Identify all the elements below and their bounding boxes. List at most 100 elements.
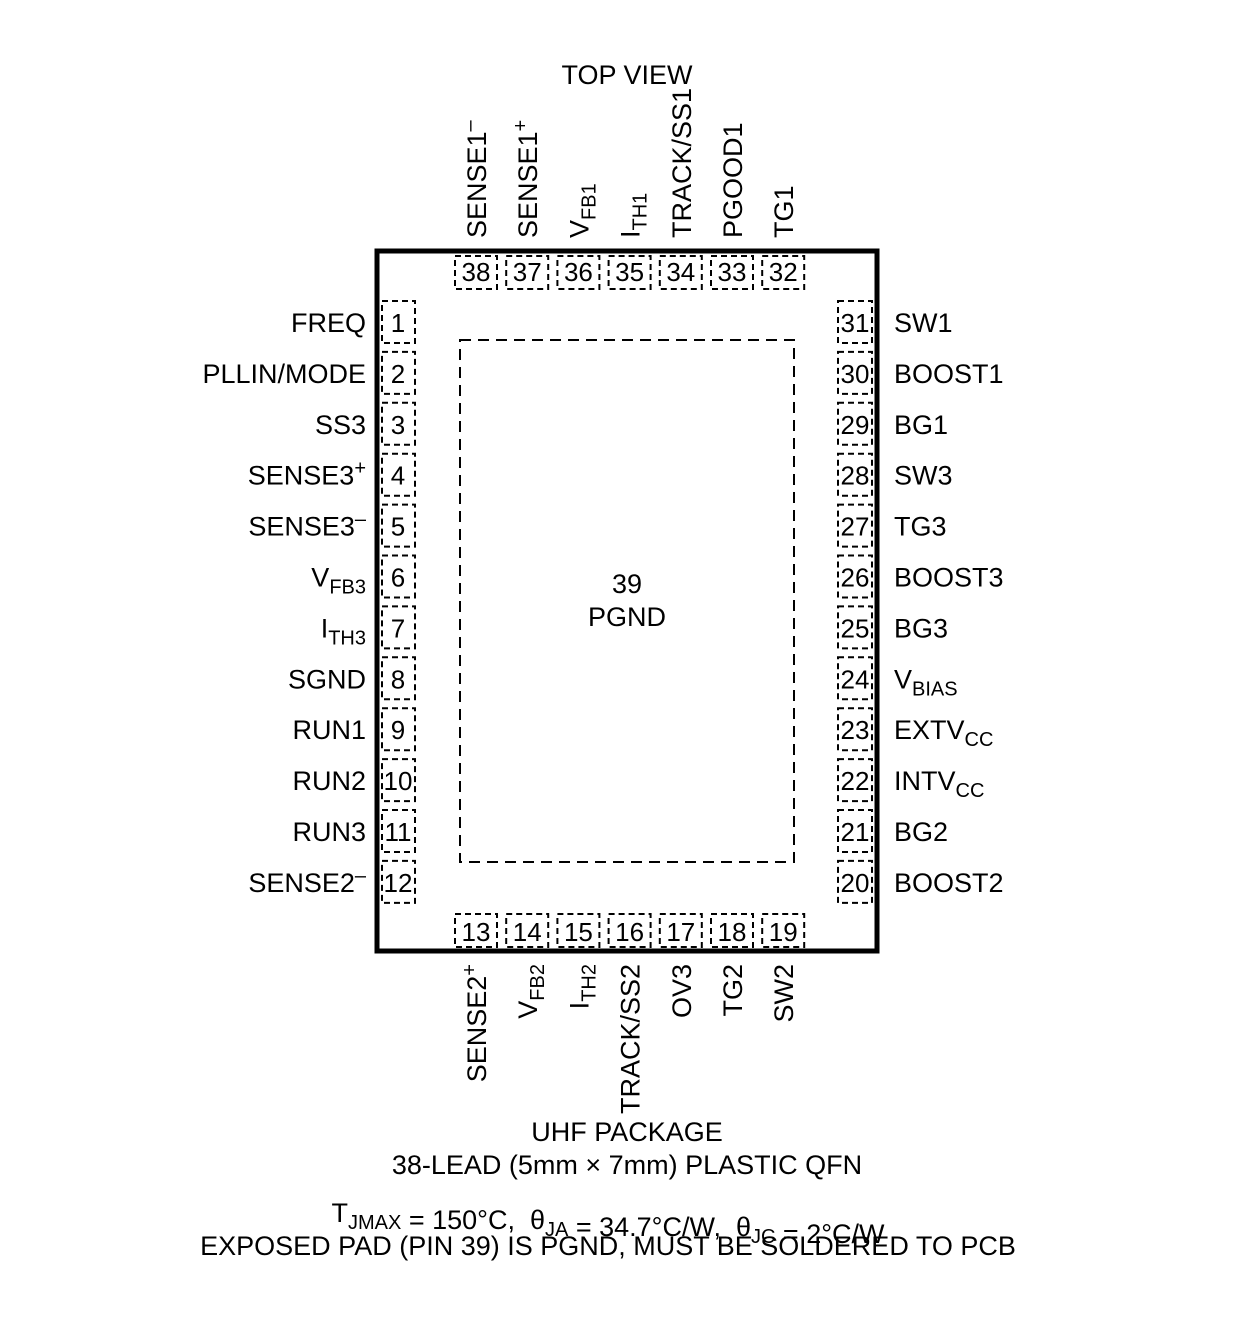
thermal-text: = 34.7°C/W, θ — [568, 1212, 751, 1242]
pin-label-sw1: SW1 — [894, 308, 953, 338]
pin-pad — [607, 913, 652, 948]
pin-name: TRACK/SS2 — [616, 964, 646, 1114]
pin-number: 21 — [841, 817, 870, 847]
pin-pad — [381, 350, 416, 395]
package-body — [374, 248, 880, 954]
pin-pad — [556, 913, 601, 948]
pin-name: PLLIN/MODE — [202, 359, 366, 389]
pin-label-sense3-plus: SENSE3+ — [248, 458, 366, 491]
pin-number: 38 — [462, 257, 491, 287]
pin-name: I — [564, 1002, 594, 1010]
pin-name: TRACK/SS1 — [667, 88, 697, 238]
pin-pad — [658, 255, 703, 290]
pin-name: SENSE3 — [248, 461, 355, 491]
pin-number: 7 — [391, 613, 405, 643]
thermal-text: T — [332, 1198, 349, 1228]
pin-pad — [556, 255, 601, 290]
pin-name: SGND — [288, 664, 366, 694]
pin-pad — [381, 859, 416, 904]
pin-label-run1: RUN1 — [292, 715, 366, 745]
pin-name: SENSE2 — [248, 868, 355, 898]
pin-pad — [381, 707, 416, 752]
pin-pad — [381, 452, 416, 497]
pin-number: 24 — [841, 664, 870, 694]
pin-number: 10 — [384, 766, 413, 796]
pin-name: TG1 — [769, 185, 799, 238]
pin-label-bg3: BG3 — [894, 613, 948, 643]
pin-name-subscript: TH3 — [328, 627, 366, 649]
pin-label-sense2-plus: SENSE2+ — [459, 964, 492, 1082]
pin-number: 33 — [718, 257, 747, 287]
pin-label-boost2: BOOST2 — [894, 868, 1004, 898]
thermal-text: = 2°C/W — [775, 1219, 885, 1249]
pin-pad — [381, 503, 416, 548]
pin-number: 29 — [841, 410, 870, 440]
pin-pad — [710, 913, 754, 948]
pin-label-sw3: SW3 — [894, 461, 953, 491]
thermal-subscript: JA — [545, 1219, 569, 1241]
pin-number: 14 — [513, 917, 542, 947]
pin-label-sense2-minus: SENSE2– — [248, 865, 367, 898]
pin-name-subscript: FB1 — [578, 183, 600, 220]
pin-label-intvcc: INTVCC — [894, 766, 984, 802]
exposed-pad-name: PGND — [588, 602, 666, 632]
pin-label-sense1-minus: SENSE1– — [459, 119, 492, 238]
pin-name: V — [894, 664, 912, 694]
pin-number: 3 — [391, 410, 405, 440]
pin-label-ov3: OV3 — [667, 964, 697, 1018]
pin-pad — [658, 913, 703, 948]
pin-number: 15 — [564, 917, 593, 947]
pin-name: PGOOD1 — [718, 122, 748, 238]
exposed-pad-note: EXPOSED PAD (PIN 39) IS PGND, MUST BE SO… — [200, 1231, 1016, 1261]
pin-name-superscript: + — [354, 458, 366, 480]
pin-label-boost3: BOOST3 — [894, 563, 1004, 593]
pin-label-ith3: ITH3 — [321, 613, 366, 649]
pin-label-sw2: SW2 — [769, 964, 799, 1023]
pin-38: 38 SENSE1– — [454, 119, 498, 290]
pin-name: RUN1 — [292, 715, 366, 745]
pin-number: 1 — [391, 308, 405, 338]
pin-name-superscript: – — [355, 509, 367, 531]
pin-20: 20 BOOST2 — [837, 859, 1004, 904]
pin-label-sgnd: SGND — [288, 664, 366, 694]
pin-name: BG2 — [894, 817, 948, 847]
pin-pad — [607, 255, 652, 290]
pin-pad — [710, 255, 754, 290]
pin-number: 36 — [564, 257, 593, 287]
thermal-subscript: JC — [751, 1226, 775, 1248]
pin-label-bg1: BG1 — [894, 410, 948, 440]
pin-name-superscript: + — [510, 120, 532, 132]
pin-number: 26 — [841, 563, 870, 593]
thermal-text: = 150°C, θ — [401, 1205, 545, 1235]
pin-number: 20 — [841, 868, 870, 898]
pin-number: 19 — [769, 917, 798, 947]
pin-label-run2: RUN2 — [292, 766, 366, 796]
pin-name: BG1 — [894, 410, 948, 440]
pin-label-bg2: BG2 — [894, 817, 948, 847]
pin-pad — [381, 554, 416, 599]
package-description: 38-LEAD (5mm × 7mm) PLASTIC QFN — [392, 1150, 862, 1180]
pin-label-vfb1: VFB1 — [564, 183, 600, 238]
pin-number: 23 — [841, 715, 870, 745]
pin-name: BOOST1 — [894, 359, 1004, 389]
pin-pad — [837, 452, 873, 497]
pin-name: I — [321, 613, 329, 643]
pin-number: 30 — [841, 359, 870, 389]
pin-7: 7 ITH3 — [321, 605, 416, 650]
pin-name-subscript: CC — [965, 729, 994, 751]
pins-group: 1FREQ2PLLIN/MODE3SS34SENSE3+5SENSE3–6VFB… — [202, 88, 1003, 1114]
pin-name: TG3 — [894, 512, 947, 542]
pin-29: 29 BG1 — [837, 401, 948, 446]
pin-pad — [381, 809, 416, 853]
pin-label-tg2: TG2 — [718, 964, 748, 1017]
pin-number: 34 — [666, 257, 695, 287]
pin-name: SENSE2 — [462, 976, 492, 1083]
pin-label-sense1-plus: SENSE1+ — [510, 120, 543, 238]
